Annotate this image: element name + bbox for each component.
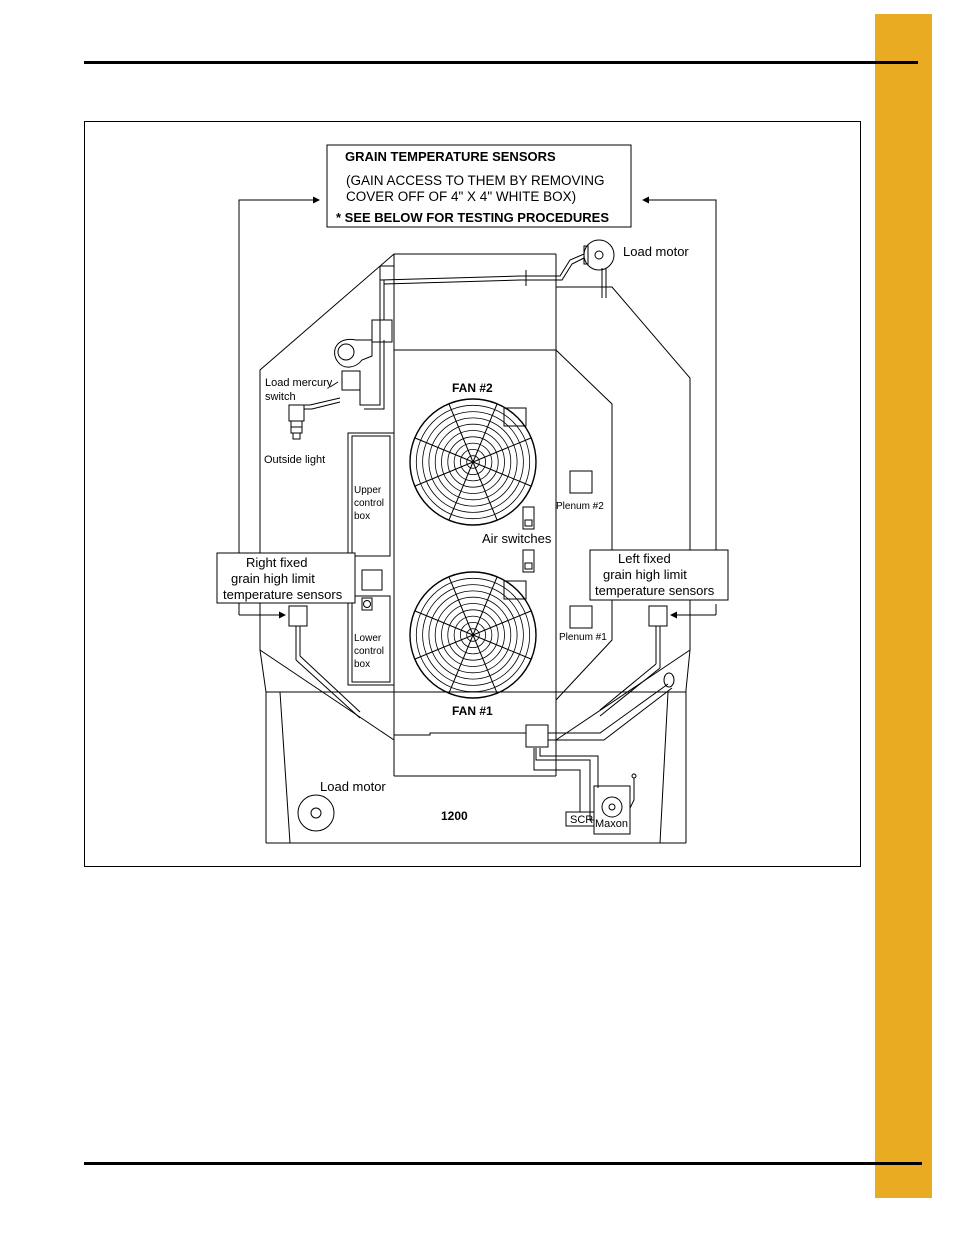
- plenum-2-sensor-box: [569, 470, 593, 494]
- chapter-side-tab: [875, 14, 932, 1198]
- outside-light-icon: [288, 404, 305, 440]
- load-motor-top-label: Load motor: [623, 244, 689, 259]
- left-fixed-callout-box: [589, 549, 729, 601]
- right-fixed-sensor-box: [288, 605, 308, 627]
- blower-housing: [334, 338, 373, 368]
- lower-control-box-label-1: Lower: [354, 633, 382, 644]
- lower-control-box-label-2: control: [354, 646, 384, 657]
- right-fixed-callout-box: [216, 552, 356, 604]
- callout-line-1: (GAIN ACCESS TO THEM BY REMOVING: [346, 173, 605, 188]
- conduit-lines: [295, 253, 673, 821]
- air-switches: [522, 506, 535, 573]
- left-fixed-sensor-box: [648, 605, 668, 627]
- upper-control-box-label-3: box: [354, 511, 370, 522]
- header-rule: [84, 61, 918, 64]
- plenum-2-label: Plenum #2: [556, 501, 604, 512]
- fan-1-label: FAN #1: [452, 704, 493, 718]
- sensor-callout-box: [326, 144, 632, 228]
- fan-2-grille: [409, 398, 537, 526]
- upper-control-box-label-2: control: [354, 498, 384, 509]
- top-load-motor-icon: [583, 239, 615, 271]
- outside-light-label: Outside light: [264, 454, 325, 466]
- load-mercury-label-1: Load mercury: [265, 377, 333, 389]
- bottom-load-motor-icon: [297, 794, 335, 832]
- left-fixed-label-1: Left fixed: [618, 551, 671, 566]
- dryer-body: [259, 253, 691, 844]
- footer-rule: [84, 1162, 922, 1165]
- callout-title: GRAIN TEMPERATURE SENSORS: [345, 149, 556, 164]
- load-motor-bottom-label: Load motor: [320, 779, 386, 794]
- fan-1-grille: [409, 571, 537, 699]
- left-fixed-label-2: grain high limit: [603, 567, 687, 582]
- load-mercury-label-2: switch: [265, 391, 296, 403]
- right-fixed-label-2: grain high limit: [231, 571, 315, 586]
- callout-line-2: COVER OFF OF 4" X 4" WHITE BOX): [346, 189, 576, 204]
- gas-fitting-icon: [663, 672, 675, 688]
- right-fixed-label-3: temperature sensors: [223, 587, 343, 602]
- plenum-1-sensor-box: [569, 605, 593, 629]
- upper-control-box-label-1: Upper: [354, 485, 382, 496]
- right-fixed-label-1: Right fixed: [246, 555, 307, 570]
- lower-control-box-label-3: box: [354, 659, 370, 670]
- maxon-label: Maxon: [595, 818, 628, 830]
- air-switches-label: Air switches: [482, 531, 552, 546]
- scr-label: SCR: [570, 814, 593, 826]
- fan-2-label: FAN #2: [452, 381, 493, 395]
- mercury-switch-junction-box: [341, 370, 361, 391]
- left-fixed-label-3: temperature sensors: [595, 583, 715, 598]
- upper-junction-box: [371, 319, 393, 343]
- model-number-label: 1200: [441, 809, 468, 823]
- figure-frame: [84, 121, 861, 867]
- callout-line-3: * SEE BELOW FOR TESTING PROCEDURES: [336, 210, 609, 225]
- plenum-1-label: Plenum #1: [559, 632, 607, 643]
- lower-junction-box: [525, 724, 549, 748]
- maxon-burner: [593, 773, 637, 835]
